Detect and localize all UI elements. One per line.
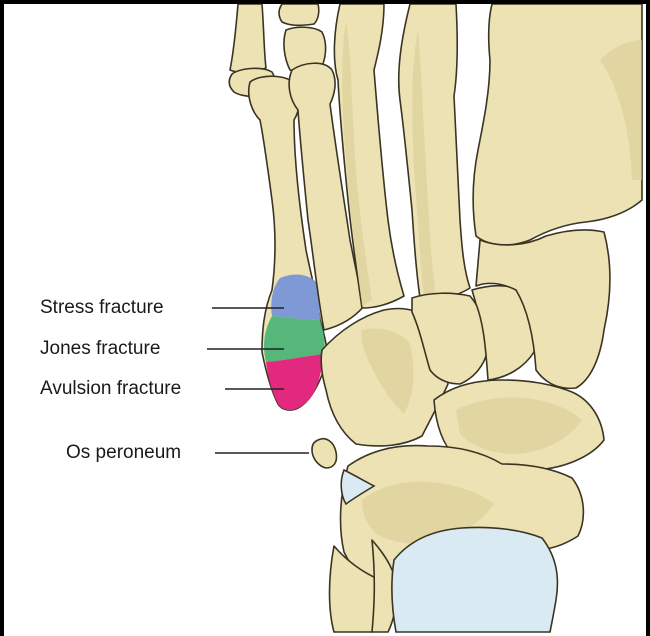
os-peroneum	[312, 439, 337, 468]
first-metatarsal	[473, 4, 642, 245]
os-peroneum-label: Os peroneum	[66, 442, 181, 464]
second-metatarsal	[399, 4, 470, 299]
foot-bones-illustration: .b { fill: #ece2b4; stroke: #3a3423; str…	[4, 4, 646, 636]
jones-fracture-label: Jones fracture	[40, 338, 160, 360]
avulsion-fracture-label: Avulsion fracture	[40, 378, 181, 400]
illustration-panel: .b { fill: #ece2b4; stroke: #3a3423; str…	[4, 4, 646, 636]
stress-fracture-label: Stress fracture	[40, 297, 164, 319]
stress-fracture-zone	[271, 275, 320, 320]
avulsion-fracture-zone	[266, 354, 324, 410]
